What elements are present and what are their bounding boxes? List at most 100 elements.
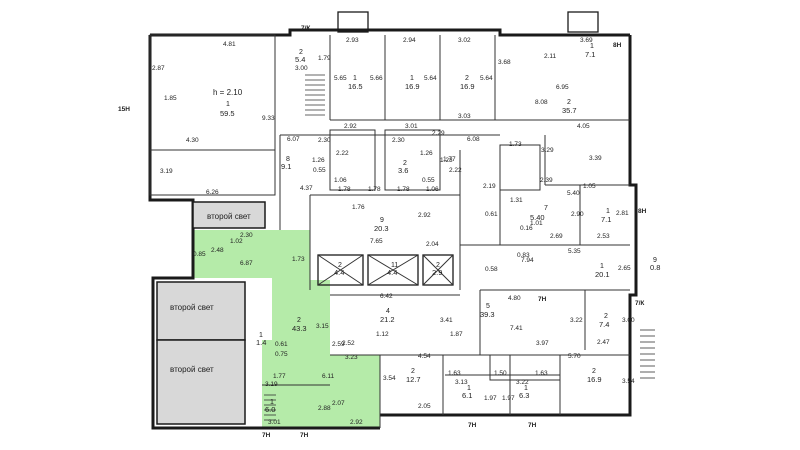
room-labels: 159.5 116.5 116.9 216.9 235.7 17.1 25.4 …	[220, 43, 660, 414]
lift-3	[422, 254, 454, 286]
svg-text:2.59: 2.59	[332, 341, 345, 348]
svg-text:5.35: 5.35	[568, 248, 581, 255]
svg-text:0.16: 0.16	[520, 225, 533, 232]
svg-text:3.00: 3.00	[622, 317, 635, 324]
lift-1-x	[317, 254, 364, 286]
svg-text:1.73: 1.73	[292, 256, 305, 263]
svg-text:3.97: 3.97	[536, 340, 549, 347]
svg-text:3.03: 3.03	[458, 113, 471, 120]
highlighted-area	[193, 230, 380, 428]
svg-text:3.54: 3.54	[622, 378, 635, 385]
svg-text:9.33: 9.33	[262, 115, 275, 122]
svg-text:2: 2	[411, 368, 415, 375]
svg-text:4: 4	[386, 308, 390, 315]
svg-text:2.53: 2.53	[597, 233, 610, 240]
svg-text:4.4: 4.4	[387, 268, 397, 277]
svg-text:39.3: 39.3	[480, 310, 495, 319]
svg-text:2.30: 2.30	[392, 137, 405, 144]
svg-text:3.68: 3.68	[498, 59, 511, 66]
svg-text:9.1: 9.1	[281, 162, 291, 171]
svg-text:3.01: 3.01	[405, 123, 418, 130]
svg-text:5.4: 5.4	[295, 55, 305, 64]
svg-text:9: 9	[380, 217, 384, 224]
svg-text:2.52: 2.52	[342, 340, 355, 347]
svg-text:2.22: 2.22	[449, 167, 462, 174]
svg-text:3.01: 3.01	[268, 419, 281, 426]
top-bump-right	[567, 11, 599, 33]
svg-text:1.50: 1.50	[494, 370, 507, 377]
svg-text:3.23: 3.23	[345, 354, 358, 361]
lift-2-x	[367, 254, 419, 286]
svg-text:6.08: 6.08	[467, 136, 480, 143]
svg-text:6.87: 6.87	[240, 260, 253, 267]
svg-text:1: 1	[270, 399, 274, 406]
outer-wall-left	[148, 35, 380, 430]
svg-text:8: 8	[286, 156, 290, 163]
svg-text:8.08: 8.08	[535, 99, 548, 106]
svg-text:4.81: 4.81	[223, 41, 236, 48]
svg-text:2: 2	[403, 160, 407, 167]
svg-text:1.23: 1.23	[440, 157, 453, 164]
svg-text:0.8: 0.8	[650, 263, 660, 272]
svg-text:11: 11	[391, 262, 398, 269]
svg-text:16.9: 16.9	[460, 82, 475, 91]
svg-text:2.30: 2.30	[318, 137, 331, 144]
svg-text:1: 1	[606, 208, 610, 215]
svg-text:1.26: 1.26	[420, 150, 433, 157]
lift-1	[317, 254, 364, 286]
svg-text:1: 1	[226, 101, 230, 108]
svg-text:6.1: 6.1	[462, 391, 472, 400]
svg-text:1: 1	[590, 43, 594, 50]
svg-text:16.9: 16.9	[405, 82, 420, 91]
svg-text:6.95: 6.95	[556, 84, 569, 91]
svg-text:2: 2	[592, 368, 596, 375]
svg-text:1.26: 1.26	[312, 157, 325, 164]
label-second-light-1: второй свет	[207, 212, 251, 221]
wall-mark-2: 8Н	[613, 42, 622, 49]
svg-text:7.1: 7.1	[585, 50, 595, 59]
svg-text:3.15: 3.15	[316, 323, 329, 330]
svg-text:1.76: 1.76	[352, 204, 365, 211]
svg-text:2.65: 2.65	[618, 265, 631, 272]
svg-text:2.88: 2.88	[318, 405, 331, 412]
svg-text:2.48: 2.48	[211, 247, 224, 254]
svg-text:1.73: 1.73	[509, 141, 522, 148]
svg-text:2: 2	[297, 317, 301, 324]
stairs-right	[640, 329, 655, 379]
svg-text:5.70: 5.70	[568, 353, 581, 360]
svg-text:7.4: 7.4	[599, 320, 609, 329]
svg-text:2: 2	[338, 262, 342, 269]
svg-text:2.9: 2.9	[432, 268, 442, 277]
svg-text:2.30: 2.30	[240, 232, 253, 239]
svg-text:2.92: 2.92	[344, 123, 357, 130]
wall-mark-9: 7Н	[528, 422, 537, 429]
svg-text:2.47: 2.47	[597, 339, 610, 346]
svg-text:6.26: 6.26	[206, 189, 219, 196]
svg-text:4.37: 4.37	[300, 185, 313, 192]
svg-text:1.78: 1.78	[338, 186, 351, 193]
svg-text:2.39: 2.39	[540, 177, 553, 184]
svg-text:4.4: 4.4	[334, 268, 344, 277]
svg-text:5.65: 5.65	[334, 75, 347, 82]
svg-text:0.55: 0.55	[422, 177, 435, 184]
svg-text:1.01: 1.01	[530, 220, 543, 227]
svg-text:5.40: 5.40	[530, 213, 545, 222]
wall-mark-10: 7Н	[538, 296, 547, 303]
top-bump-left	[337, 11, 369, 33]
svg-text:1: 1	[600, 263, 604, 270]
svg-text:0.75: 0.75	[275, 351, 288, 358]
svg-text:0.58: 0.58	[485, 266, 498, 273]
svg-text:3.39: 3.39	[589, 155, 602, 162]
svg-text:2: 2	[436, 262, 440, 269]
wc-block-4	[489, 354, 561, 381]
svg-text:2: 2	[465, 75, 469, 82]
svg-text:2.29: 2.29	[432, 130, 445, 137]
svg-text:5.64: 5.64	[424, 75, 437, 82]
svg-text:7.65: 7.65	[370, 238, 383, 245]
svg-text:1: 1	[410, 75, 414, 82]
wall-mark-1: 7/К	[301, 25, 310, 32]
svg-text:3.54: 3.54	[383, 375, 396, 382]
svg-text:1.12: 1.12	[376, 331, 389, 338]
svg-text:16.9: 16.9	[587, 375, 602, 384]
svg-text:3.41: 3.41	[440, 317, 453, 324]
